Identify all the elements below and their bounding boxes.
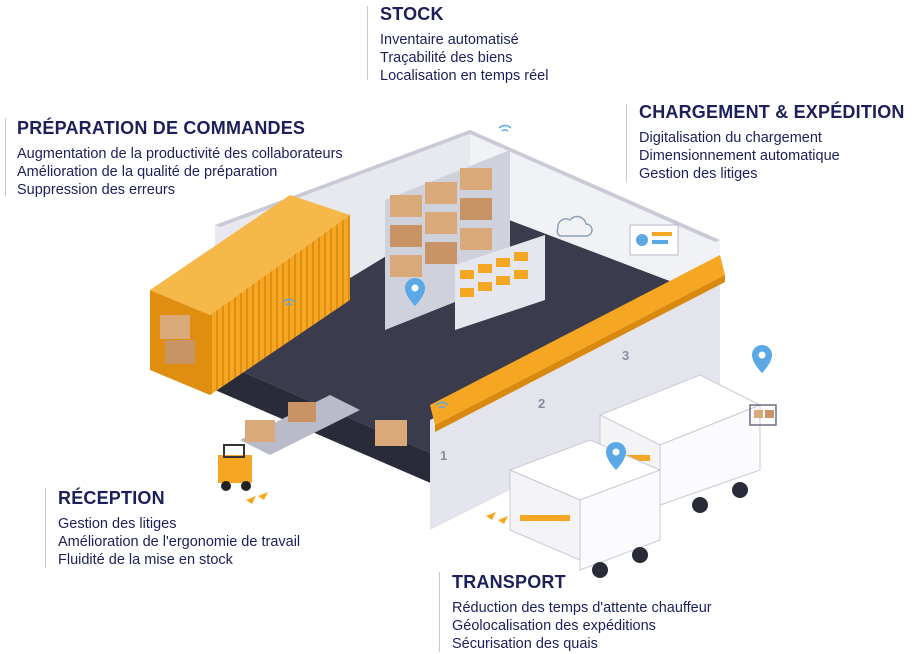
cloud-icon — [556, 215, 593, 237]
dock-number: 2 — [538, 396, 545, 411]
section-preparation: PRÉPARATION DE COMMANDES Augmentation de… — [17, 118, 343, 199]
section-item: Géolocalisation des expéditions — [452, 618, 656, 634]
section-item: Gestion des litiges — [58, 516, 177, 532]
location-pin-icon — [752, 345, 772, 373]
forklift — [218, 444, 252, 491]
section-stock: STOCK Inventaire automatisé Traçabilité … — [380, 4, 548, 85]
parcel — [375, 420, 407, 446]
location-pin-icon — [405, 278, 425, 306]
section-item: Augmentation de la productivité des coll… — [17, 146, 343, 162]
container-box — [165, 340, 195, 364]
back-wall-right — [470, 130, 720, 300]
section-reception: RÉCEPTION Gestion des litiges Améliorati… — [58, 488, 300, 569]
wifi-icon — [282, 298, 296, 306]
section-item: Traçabilité des biens — [380, 50, 513, 66]
wall-top-right — [470, 130, 720, 242]
dock-number: 3 — [622, 348, 629, 363]
section-item: Digitalisation du chargement — [639, 130, 822, 146]
section-item: Sécurisation des quais — [452, 636, 598, 652]
section-item: Réduction des temps d'attente chauffeur — [452, 600, 712, 616]
picking-shelf — [455, 235, 545, 330]
section-item: Inventaire automatisé — [380, 32, 519, 48]
direction-arrows — [246, 492, 508, 524]
section-item: Gestion des litiges — [639, 166, 758, 182]
wifi-icon — [435, 401, 449, 409]
container-side — [210, 215, 350, 395]
chargement-divider — [626, 104, 627, 182]
dock-number: 1 — [440, 448, 447, 463]
section-title: CHARGEMENT & EXPÉDITION — [639, 102, 905, 122]
section-item: Dimensionnement automatique — [639, 148, 840, 164]
pallet — [749, 404, 777, 426]
dashboard-screen-icon — [629, 224, 679, 256]
section-title: RÉCEPTION — [58, 488, 165, 508]
section-item: Fluidité de la mise en stock — [58, 552, 233, 568]
wifi-icon — [498, 124, 512, 132]
location-pin-icon — [606, 442, 626, 470]
container-box — [160, 315, 190, 339]
dock-awning — [430, 255, 725, 425]
preparation-divider — [5, 118, 6, 196]
section-chargement: CHARGEMENT & EXPÉDITION Digitalisation d… — [639, 102, 905, 183]
section-item: Amélioration de l'ergonomie de travail — [58, 534, 301, 550]
dock-awning-shade — [435, 275, 725, 432]
stock-divider — [367, 6, 368, 80]
transport-divider — [439, 572, 440, 652]
section-title: PRÉPARATION DE COMMANDES — [17, 118, 306, 138]
dock-wall — [430, 270, 720, 530]
reception-divider — [45, 488, 46, 568]
section-transport: TRANSPORT Réduction des temps d'attente … — [452, 572, 712, 653]
section-title: STOCK — [380, 4, 444, 24]
section-title: TRANSPORT — [452, 572, 566, 592]
parcel — [288, 402, 316, 422]
container-top — [150, 195, 350, 315]
parcel — [245, 420, 275, 442]
truck-front — [508, 439, 662, 578]
section-item: Localisation en temps réel — [380, 68, 549, 84]
section-item: Amélioration de la qualité de préparatio… — [17, 164, 278, 180]
floor-left-edge — [215, 360, 470, 500]
section-item: Suppression des erreurs — [17, 182, 175, 198]
